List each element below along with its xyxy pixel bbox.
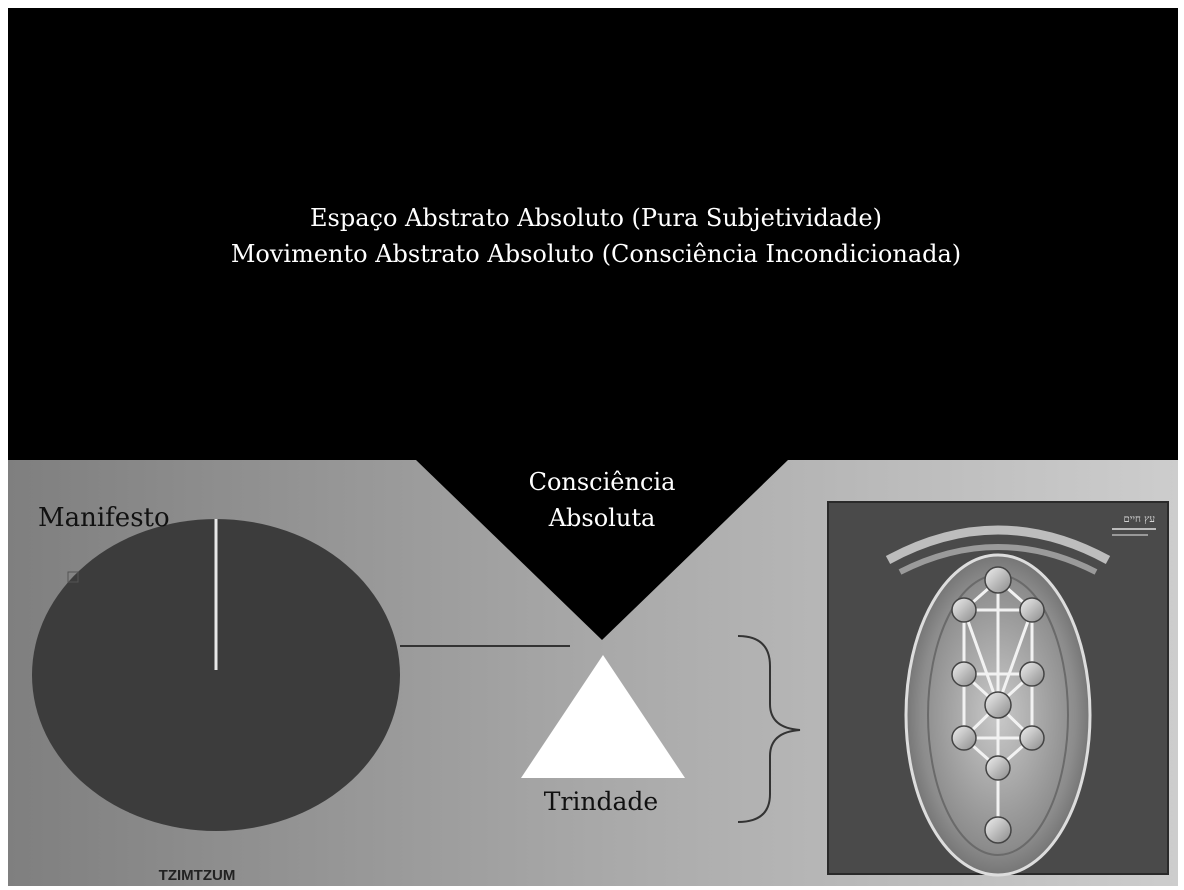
tree-of-life-image: עץ חיים xyxy=(827,501,1169,877)
small-square-marker xyxy=(67,571,79,583)
trinity-label: Trindade xyxy=(544,787,658,816)
tzimtzum-label: TZIMTZUM xyxy=(159,867,236,884)
curly-brace xyxy=(737,635,801,823)
consciencia-label-line1: Consciência xyxy=(529,468,676,496)
manifesto-circle xyxy=(32,519,400,831)
tree-corner-text: עץ חיים xyxy=(1124,514,1156,525)
header-line-2: Movimento Abstrato Absoluto (Consciência… xyxy=(231,240,961,268)
header-line-1: Espaço Abstrato Absoluto (Pura Subjetivi… xyxy=(310,204,882,232)
trinity-triangle xyxy=(521,655,685,778)
consciencia-label-line2: Absoluta xyxy=(548,504,656,532)
manifesto-label: Manifesto xyxy=(38,503,170,533)
absolute-space-band xyxy=(8,8,1178,640)
